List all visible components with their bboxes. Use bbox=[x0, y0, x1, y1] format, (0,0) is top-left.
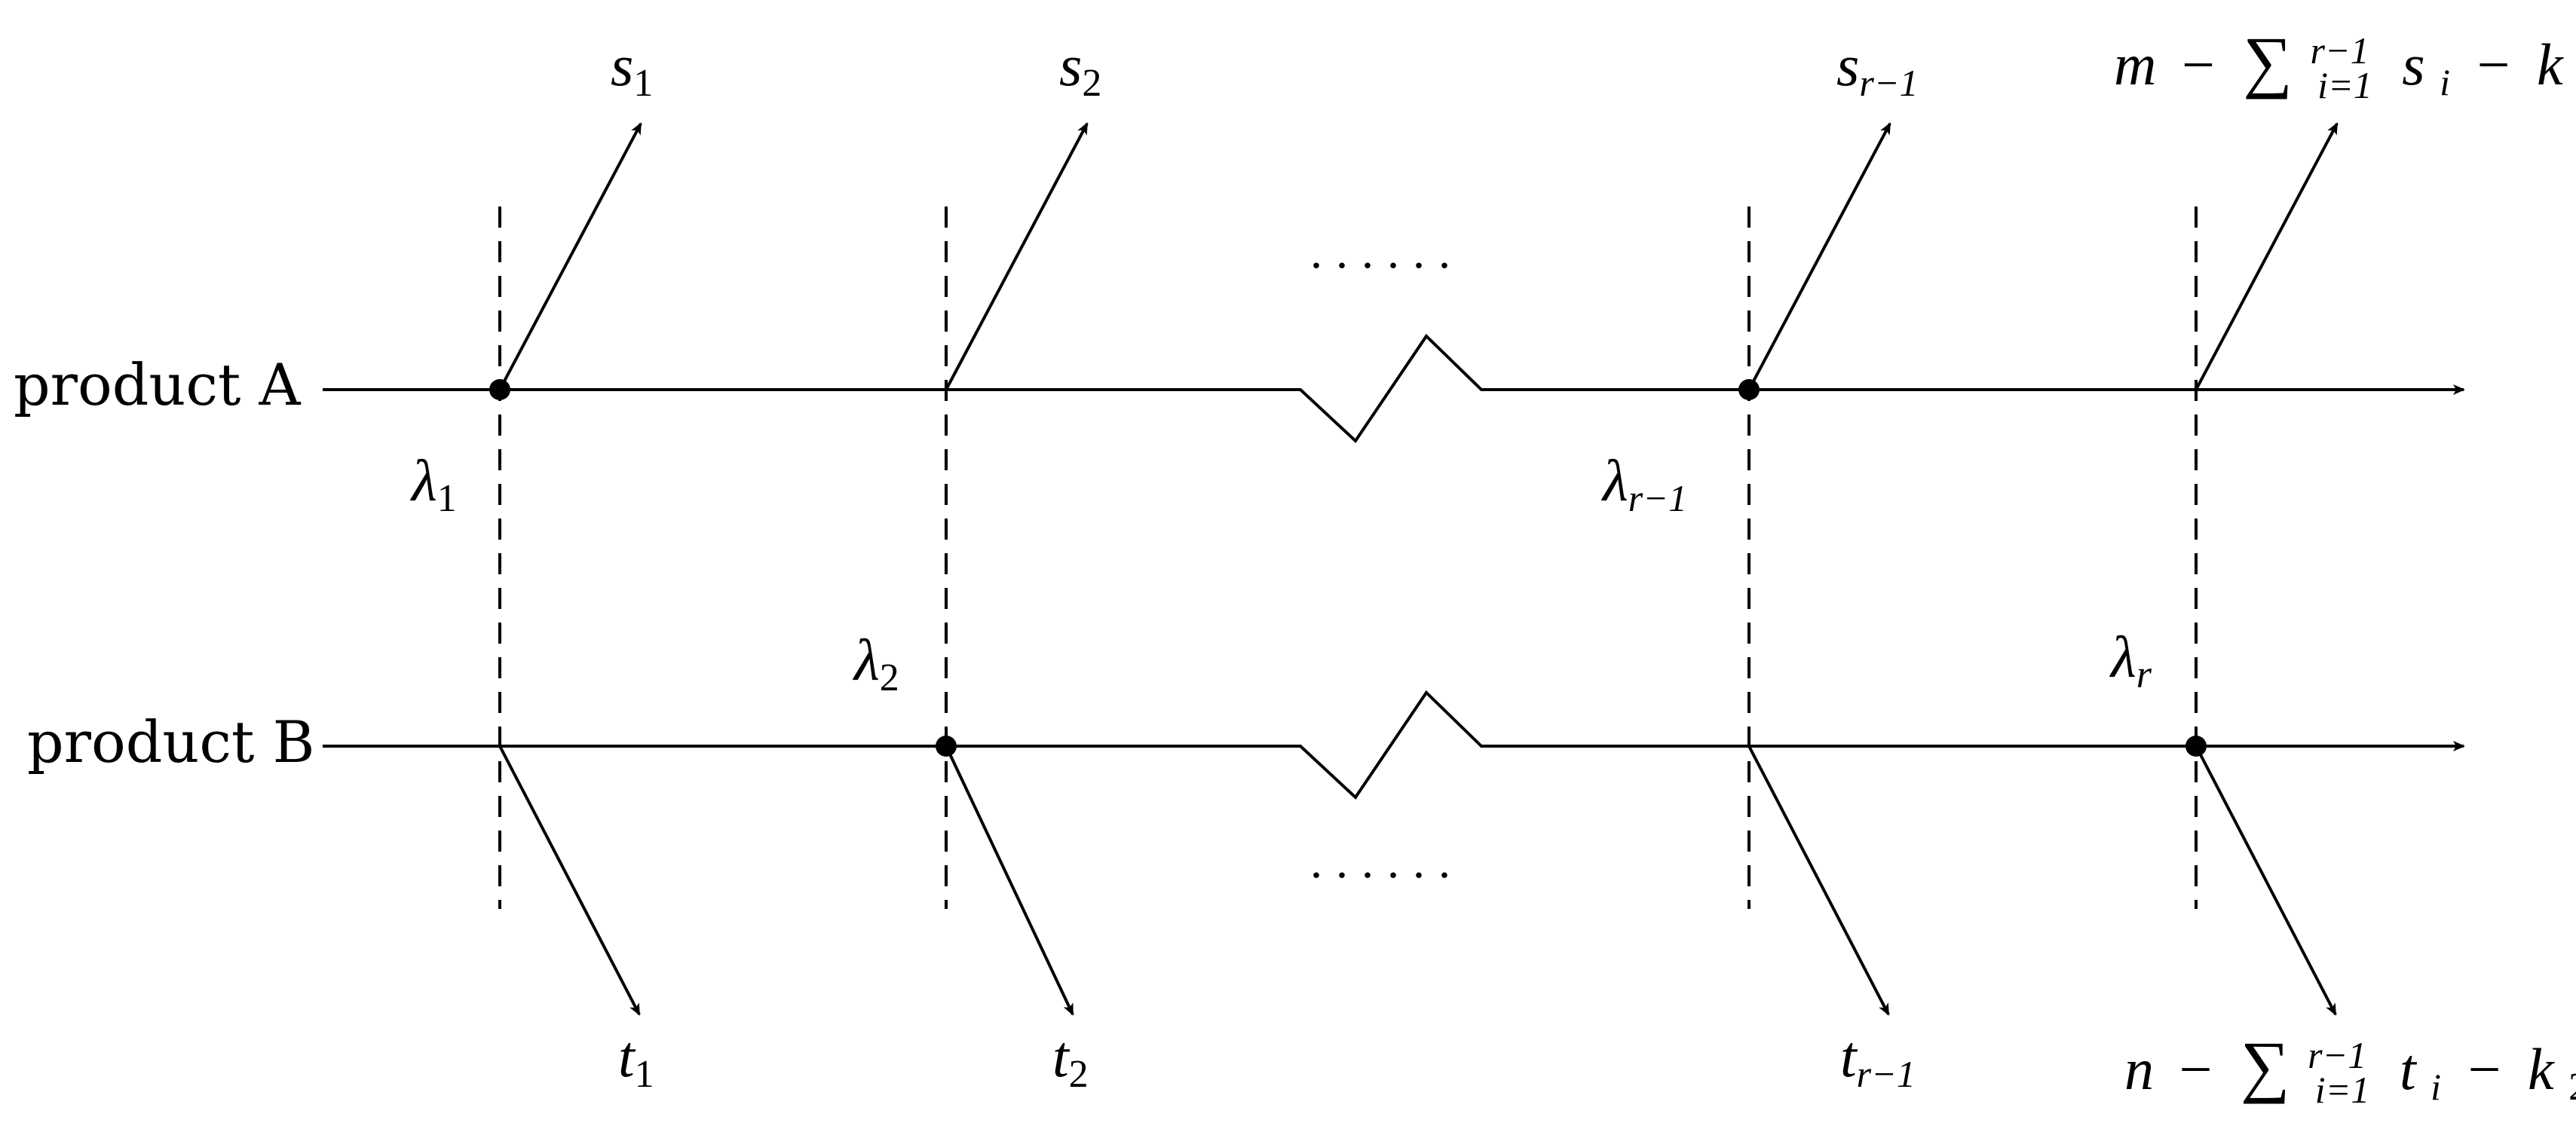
s-r-minus-1-label: sr−1 bbox=[1836, 32, 1919, 104]
lambda-r-minus-1-label: λr−1 bbox=[1601, 448, 1687, 519]
product-a-timeline bbox=[323, 333, 2465, 444]
t2-label: t2 bbox=[1052, 1023, 1089, 1096]
event-dot-b-r bbox=[2185, 736, 2207, 757]
event-dot-b-2 bbox=[936, 736, 957, 757]
event-dot-a-r-minus-1 bbox=[1738, 379, 1760, 400]
lambda-r-label: λr bbox=[2109, 624, 2152, 696]
product-b-label: product B bbox=[27, 708, 314, 776]
lambda-2-label: λ2 bbox=[853, 627, 899, 699]
branch-s-r-minus-1 bbox=[1747, 122, 1891, 390]
branch-t-r-minus-1 bbox=[1747, 745, 1890, 1016]
t-r-minus-1-label: tr−1 bbox=[1840, 1023, 1916, 1095]
event-dot-a-1 bbox=[489, 379, 510, 400]
s1-label: s1 bbox=[611, 32, 653, 105]
top-ellipsis: ...... bbox=[1310, 225, 1464, 278]
branch-final-a bbox=[2195, 122, 2339, 390]
top-right-expression: m − ∑ r−1 i=1 s i − k 1 bbox=[2114, 11, 2576, 111]
t1-label: t1 bbox=[618, 1023, 654, 1096]
s2-label: s2 bbox=[1059, 32, 1101, 105]
product-b-timeline bbox=[323, 690, 2465, 800]
branch-t2 bbox=[945, 745, 1074, 1016]
bottom-right-expression: n − ∑ r−1 i=1 t i − k 2 bbox=[2124, 1015, 2576, 1115]
lambda-1-label: λ1 bbox=[410, 448, 457, 520]
branch-t1 bbox=[498, 745, 641, 1016]
bottom-ellipsis: ...... bbox=[1310, 834, 1464, 888]
branch-s1 bbox=[498, 122, 642, 390]
branch-s2 bbox=[945, 122, 1089, 390]
product-a-label: product A bbox=[14, 351, 302, 418]
branch-final-b bbox=[2195, 745, 2337, 1016]
